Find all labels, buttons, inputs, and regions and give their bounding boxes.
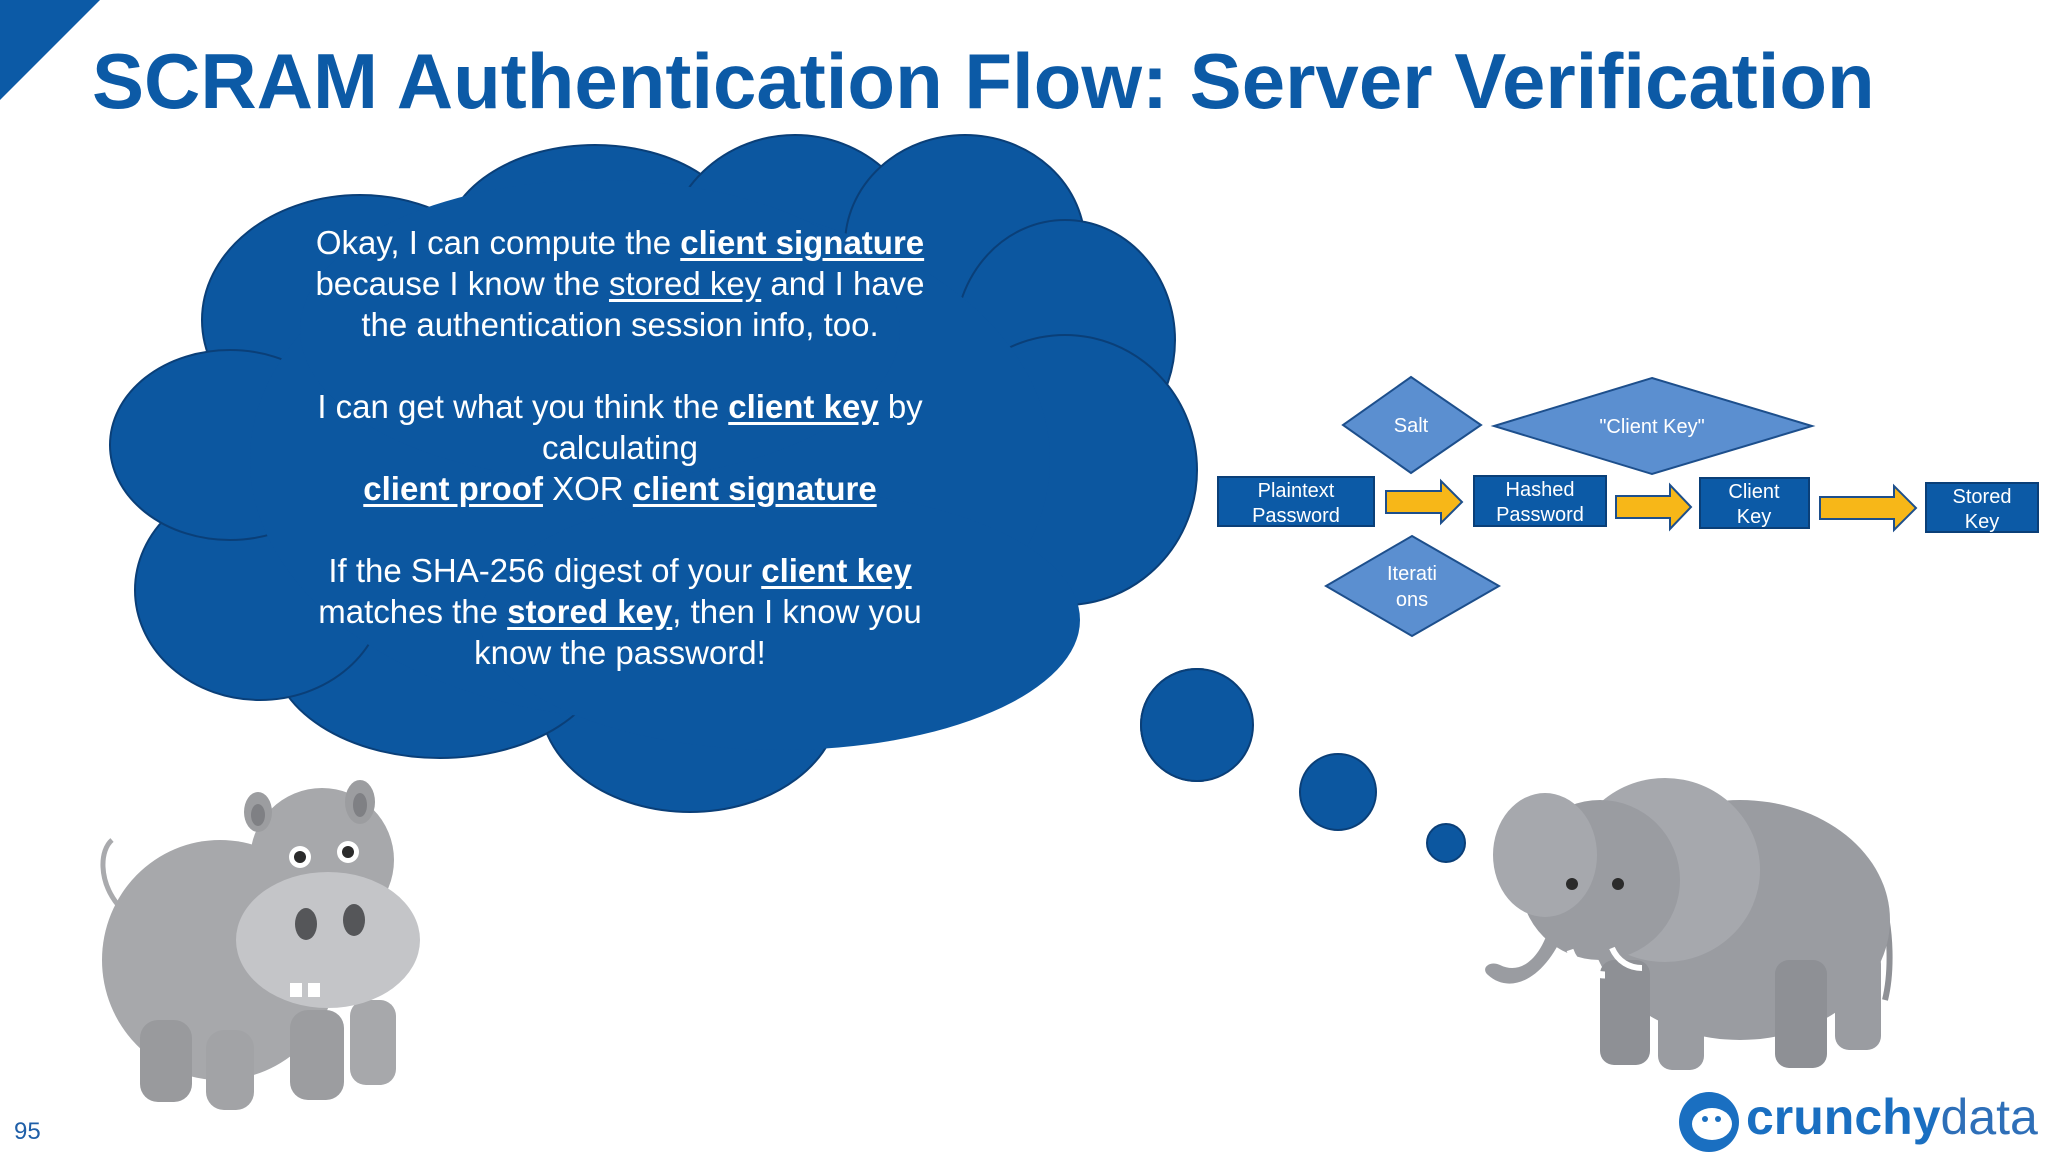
text-run: Okay, I can compute the (315, 224, 681, 261)
stored-key-label-line1: Stored (1953, 486, 2012, 508)
text-run: by (878, 388, 923, 425)
logo-part-data: data (1940, 1089, 2038, 1145)
client-key-constant-diamond (1490, 376, 1816, 476)
arrow-1 (1385, 478, 1464, 526)
hashed-label-line1: Hashed (1506, 479, 1575, 501)
client-key-label-line1: Client (1728, 481, 1780, 503)
plaintext-label-line1: Plaintext (1258, 480, 1335, 502)
term-client-proof: client proof (363, 470, 543, 507)
stored-key-label-line2: Key (1965, 511, 1999, 533)
slide-title: SCRAM Authentication Flow: Server Verifi… (92, 37, 1875, 125)
text-run: XOR (542, 470, 633, 507)
text-run: matches the (318, 593, 508, 630)
term-client-key: client key (728, 388, 879, 425)
iterations-label-line2: ons (1396, 589, 1428, 611)
text-run: calculating (542, 429, 698, 466)
hashed-password-box (1473, 475, 1607, 527)
thought-cloud (109, 134, 1204, 813)
hashed-label-line2: Password (1496, 504, 1584, 526)
corner-accent (0, 0, 100, 100)
text-run: and I have (761, 265, 925, 302)
crunchy-data-hippo-icon (1679, 1092, 1739, 1152)
text-run: the authentication session info, too. (361, 306, 879, 343)
text-run: , then I know you (672, 593, 922, 630)
text-run: I can get what you think the (317, 388, 729, 425)
client-key-label-line2: Key (1737, 506, 1771, 528)
client-key-box (1699, 477, 1810, 529)
term-client-signature: client signature (632, 470, 877, 507)
salt-label: Salt (1394, 415, 1429, 437)
iterations-label-line1: Iterati (1387, 563, 1437, 585)
text-run: If the SHA-256 digest of your (328, 552, 762, 589)
text-run: know the password! (474, 634, 766, 671)
arrow-2 (1615, 482, 1693, 532)
thought-text: Okay, I can compute the client signature… (260, 222, 980, 673)
stored-key-box (1925, 482, 2039, 533)
term-client-signature: client signature (680, 224, 925, 261)
client-key-constant-label: "Client Key" (1599, 416, 1704, 438)
arrow-3 (1819, 483, 1918, 533)
salt-diamond (1341, 375, 1483, 475)
text-run: because I know the (315, 265, 609, 302)
term-stored-key: stored key (608, 265, 762, 302)
iterations-diamond (1324, 534, 1502, 638)
crunchy-data-logo: crunchydata (1746, 1088, 2038, 1146)
plaintext-password-box (1217, 476, 1375, 527)
term-client-key: client key (761, 552, 912, 589)
plaintext-label-line2: Password (1252, 505, 1340, 527)
logo-part-crunchy: crunchy (1746, 1089, 1941, 1145)
term-stored-key: stored key (507, 593, 673, 630)
page-number: 95 (14, 1118, 41, 1145)
